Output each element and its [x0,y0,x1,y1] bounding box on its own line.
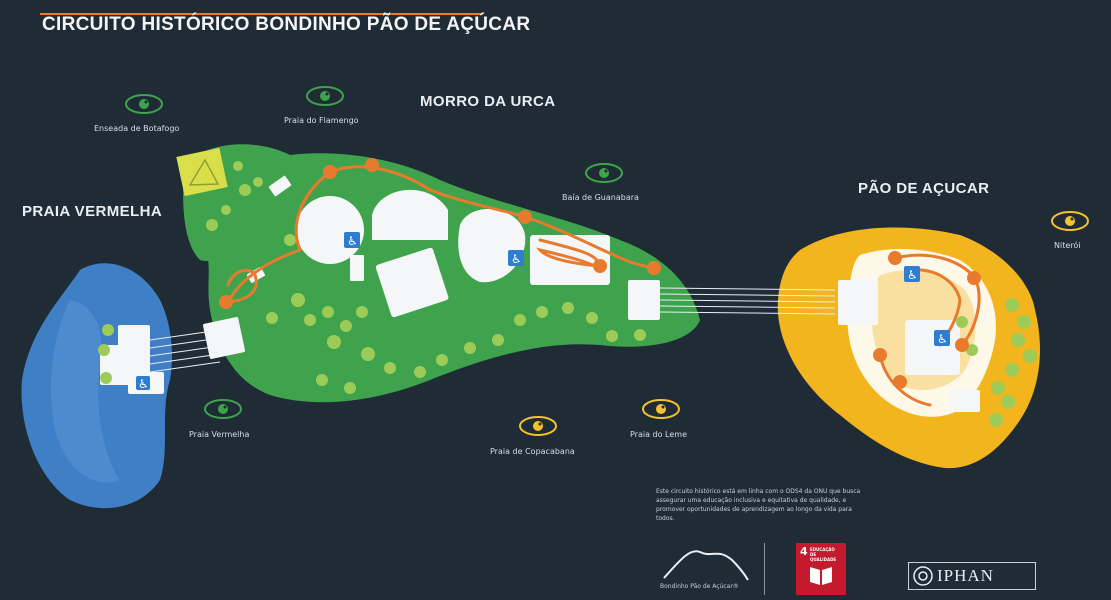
viewpoint-label-leme: Praia do Leme [630,430,688,439]
page-title: CIRCUITO HISTÓRICO BONDINHO PÃO DE AÇÚCA… [42,14,531,35]
viewpoint-eye-icon[interactable] [124,93,164,115]
accessibility-glyphs: ♿ ♿ ♿ ♿ ♿ [138,234,948,391]
svg-text:♿: ♿ [937,332,948,346]
svg-text:♿: ♿ [907,268,918,282]
cable-car-line-urca [659,287,836,315]
footer-divider [764,543,765,595]
praia-vermelha-shade [50,300,120,483]
accessibility-icons[interactable] [136,232,950,390]
viewpoint-label-copacabana: Praia de Copacabana [490,447,575,456]
area-label-praia-vermelha: PRAIA VERMELHA [22,203,163,220]
viewpoint-label-guanabara: Baía de Guanabara [562,193,639,202]
viewpoint-eye-icon[interactable] [641,398,681,420]
title-underline [40,13,482,15]
trail-points[interactable] [219,158,981,389]
svg-text:♿: ♿ [511,252,522,266]
bondinho-logo-mountain [663,550,749,581]
praia-vermelha-trees [98,324,114,384]
viewpoint-eye-icon[interactable] [203,398,243,420]
viewpoint-eye-icon[interactable] [518,415,558,437]
ods-note: Este circuito histórico está em linha co… [656,488,861,522]
viewpoint-eye-icon[interactable] [305,85,345,107]
urca-lower-station[interactable] [203,317,246,360]
viewpoint-eye-icon[interactable] [1050,210,1090,232]
helipad[interactable] [176,147,228,197]
viewpoint-eye-icon[interactable] [584,162,624,184]
urca-trees [206,161,646,394]
ods4-badge[interactable]: 4 EDUCAÇÃO DE QUALIDADE [796,543,846,595]
svg-text:♿: ♿ [347,234,358,248]
urca-buildings[interactable] [246,175,660,320]
viewpoint-label-enseada: Enseada de Botafogo [94,124,180,133]
viewpoint-label-flamengo: Praia do Flamengo [284,116,359,125]
viewpoint-label-niteroi: Niterói [1054,241,1081,250]
book-icon [810,567,832,585]
area-label-morro-da-urca: MORRO DA URCA [420,93,556,110]
iphan-text: IPHAN [937,566,994,585]
iphan-logo[interactable]: IPHAN [908,562,1036,590]
viewpoint-label-praia-vermelha: Praia Vermelha [189,430,250,439]
pao-de-acucar-trees [956,298,1037,427]
iphan-emblem [913,566,933,586]
ods-text: EDUCAÇÃO DE QUALIDADE [810,547,837,562]
area-label-pao-de-acucar: PÃO DE AÇUCAR [858,180,990,197]
svg-text:♿: ♿ [138,377,149,391]
ods-number: 4 [800,545,808,558]
bondinho-logo-text: Bondinho Pão de Açúcar® [660,583,739,590]
